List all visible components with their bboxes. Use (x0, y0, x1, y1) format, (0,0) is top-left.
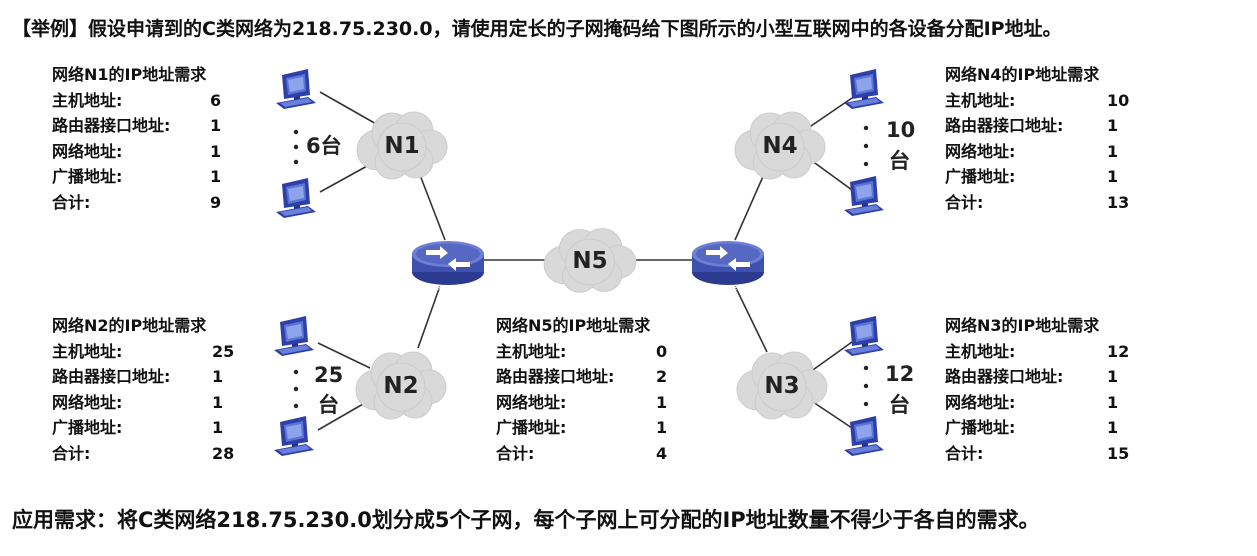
req-value: 28 (212, 443, 235, 463)
router-icon-left: ROUTER (412, 241, 484, 292)
req-label: 广播地址: (496, 418, 567, 437)
host-count-n3-top: 12 (885, 362, 914, 386)
computer-icon-n2-top (274, 316, 314, 356)
req-label: 路由器接口地址: (945, 116, 1064, 135)
req-value: 1 (1107, 141, 1119, 161)
req-label: 合计: (496, 443, 535, 463)
req-label: 主机地址: (52, 90, 123, 110)
computer-icon-n1-bottom (276, 178, 316, 218)
req-label: 主机地址: (945, 90, 1016, 110)
req-value: 13 (1107, 192, 1130, 212)
computer-icon-n3-bottom (844, 416, 884, 456)
ellipsis-n2 (293, 369, 299, 409)
req-value: 1 (1107, 367, 1119, 386)
req-value: 15 (1107, 443, 1130, 463)
req-label: 路由器接口地址: (52, 116, 171, 135)
req-label: 网络地址: (52, 141, 123, 161)
cloud-label-n1: N1 (384, 133, 419, 159)
req-value: 1 (212, 367, 224, 386)
req-label: 广播地址: (945, 418, 1016, 437)
requirements-n1: 网络N1的IP地址需求 主机地址: 6 路由器接口地址: 1 网络地址: 1 广播地址… (52, 62, 221, 215)
req-value: 1 (1107, 418, 1119, 437)
host-count-n2-bottom: 台 (318, 393, 339, 417)
req-value: 1 (1107, 167, 1119, 186)
ellipsis-n4 (863, 125, 869, 167)
req-value: 1 (1107, 392, 1119, 412)
cloud-label-n2: N2 (383, 373, 418, 399)
req-value: 9 (210, 192, 222, 212)
req-label: 网络地址: (945, 141, 1016, 161)
router-label-left: ROUTER (434, 285, 462, 292)
host-count-n4-bottom: 台 (889, 149, 910, 173)
host-count-n3-bottom: 台 (889, 393, 910, 417)
req-value: 25 (212, 341, 235, 361)
req-value: 1 (656, 392, 668, 412)
req-value: 1 (210, 116, 222, 135)
req-value: 0 (656, 341, 668, 361)
req-label: 主机地址: (52, 341, 123, 361)
ellipsis-n1 (293, 129, 299, 165)
req-value: 1 (212, 418, 224, 437)
host-count-n1: 6台 (306, 134, 342, 158)
req-label: 主机地址: (945, 341, 1016, 361)
application-requirement: 应用需求：将C类网络218.75.230.0划分成5个子网，每个子网上可分配的I… (12, 508, 1040, 532)
req-value: 4 (656, 443, 668, 463)
req-value: 6 (210, 90, 222, 110)
computer-icon-n3-top (844, 316, 884, 356)
requirements-n4: 网络N4的IP地址需求 主机地址: 10 路由器接口地址: 1 网络地址: 1 广播地… (945, 62, 1129, 215)
ellipsis-n3 (863, 365, 869, 407)
req-label: 广播地址: (52, 418, 123, 437)
req-value: 2 (656, 367, 668, 386)
page-title: 【举例】假设申请到的C类网络为218.75.230.0，请使用定长的子网掩码给下… (12, 18, 1062, 40)
requirements-header: 网络N4的IP地址需求 (945, 65, 1100, 84)
req-value: 1 (656, 418, 668, 437)
req-value: 1 (1107, 116, 1119, 135)
req-label: 网络地址: (945, 392, 1016, 412)
requirements-header: 网络N1的IP地址需求 (52, 65, 207, 84)
req-value: 12 (1107, 341, 1130, 361)
req-label: 合计: (945, 443, 984, 463)
host-count-n4-top: 10 (886, 118, 915, 142)
req-value: 1 (210, 141, 222, 161)
router-icon-right: ROUTER (692, 241, 764, 292)
requirements-header: 网络N2的IP地址需求 (52, 316, 207, 335)
requirements-n2: 网络N2的IP地址需求 主机地址: 25 路由器接口地址: 1 网络地址: 1 广播地… (52, 313, 234, 466)
host-count-n2-top: 25 (314, 363, 343, 387)
req-label: 合计: (945, 192, 984, 212)
cloud-label-n3: N3 (764, 373, 799, 399)
requirements-n3: 网络N3的IP地址需求 主机地址: 12 路由器接口地址: 1 网络地址: 1 广播地… (945, 313, 1129, 466)
requirements-header: 网络N5的IP地址需求 (496, 316, 651, 335)
cloud-label-n4: N4 (762, 133, 797, 159)
computer-icon-n4-top (844, 69, 884, 109)
computer-icon-n1-top (276, 69, 316, 109)
req-label: 广播地址: (945, 167, 1016, 186)
req-label: 路由器接口地址: (496, 367, 615, 386)
req-label: 网络地址: (496, 392, 567, 412)
req-label: 路由器接口地址: (52, 367, 171, 386)
router-label-right: ROUTER (714, 285, 742, 292)
cloud-label-n5: N5 (572, 248, 607, 274)
req-label: 合计: (52, 443, 91, 463)
computer-icon-n2-bottom (274, 416, 314, 456)
requirements-header: 网络N3的IP地址需求 (945, 316, 1100, 335)
req-value: 1 (210, 167, 222, 186)
requirements-n5: 网络N5的IP地址需求 主机地址: 0 路由器接口地址: 2 网络地址: 1 广播地址… (496, 313, 667, 466)
req-value: 10 (1107, 90, 1130, 110)
req-label: 路由器接口地址: (945, 367, 1064, 386)
req-label: 网络地址: (52, 392, 123, 412)
computer-icon-n4-bottom (844, 176, 884, 216)
req-value: 1 (212, 392, 224, 412)
req-label: 合计: (52, 192, 91, 212)
req-label: 主机地址: (496, 341, 567, 361)
req-label: 广播地址: (52, 167, 123, 186)
